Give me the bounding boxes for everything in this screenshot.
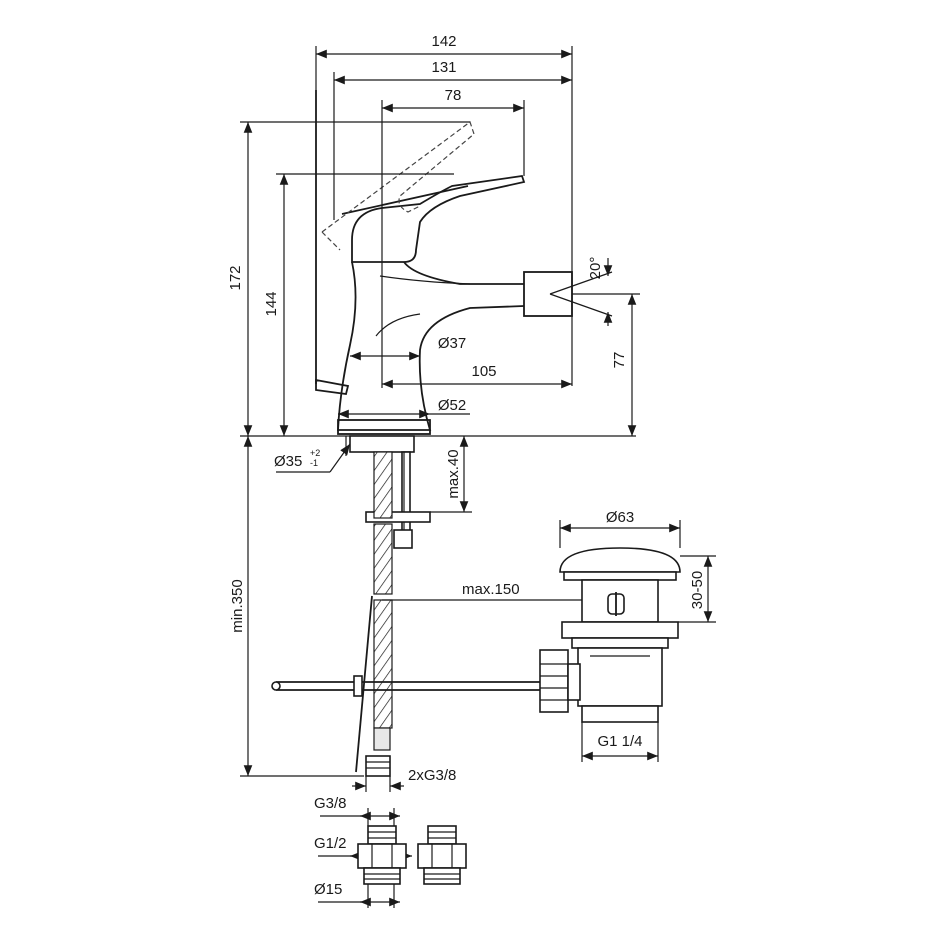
dim-172: 172	[227, 265, 244, 290]
spout-dimensions: 77 20° Ø37 105 Ø52	[338, 257, 640, 436]
dim-max-150: max.150	[462, 581, 520, 598]
dim-131: 131	[431, 59, 456, 76]
mounting-assembly: Ø35 +2 -1 max.40 2xG3/8 max.150	[271, 435, 586, 792]
adapter-left	[357, 825, 407, 908]
top-dimensions: 142 131 78	[315, 33, 573, 388]
dim-dia-52: Ø52	[438, 397, 466, 414]
dim-g1-14: G1 1/4	[597, 733, 642, 750]
dim-tol-plus: +2	[310, 448, 320, 458]
dim-g38: G3/8	[314, 795, 347, 812]
dim-min-350: min.350	[229, 579, 246, 632]
dim-142: 142	[431, 33, 456, 50]
dim-max-40: max.40	[445, 449, 462, 498]
faucet-body	[315, 90, 613, 435]
dim-angle-20: 20°	[587, 257, 604, 280]
dim-dia-37: Ø37	[438, 335, 466, 352]
dim-tol-minus: -1	[310, 458, 318, 468]
adapter-fittings: G3/8 G1/2 Ø15	[314, 795, 467, 908]
dim-78: 78	[445, 87, 462, 104]
dim-2xg38: 2xG3/8	[408, 767, 456, 784]
dim-105: 105	[471, 363, 496, 380]
dim-dia-15: Ø15	[314, 881, 342, 898]
dim-144: 144	[263, 291, 280, 316]
dim-dia-63: Ø63	[606, 509, 634, 526]
left-dimensions: 172 144 min.350	[227, 121, 636, 777]
dim-dia-35: Ø35	[274, 453, 302, 470]
adapter-right	[417, 825, 467, 885]
dim-77: 77	[611, 352, 628, 369]
dim-g12: G1/2	[314, 835, 347, 852]
dim-30-50: 30-50	[689, 571, 706, 609]
drain-assembly: Ø63 30-50 G1 1/4	[539, 509, 716, 762]
